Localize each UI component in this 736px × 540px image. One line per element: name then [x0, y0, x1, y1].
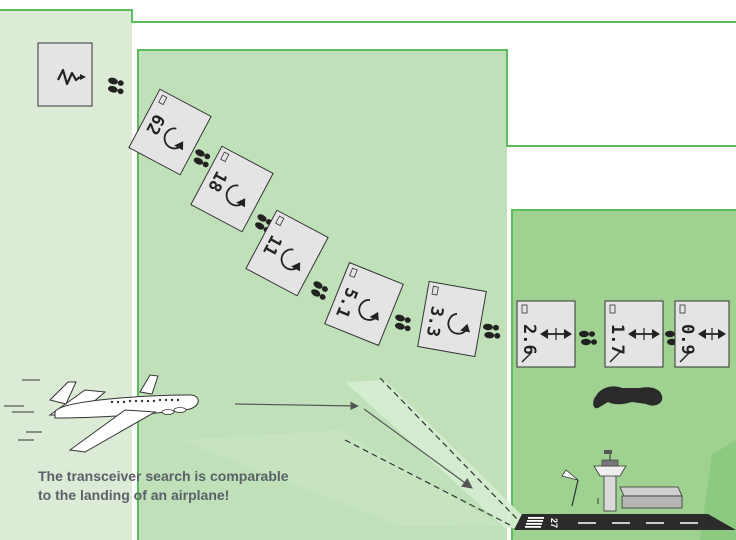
zone-fine-search — [512, 210, 736, 540]
double-arrow-icon — [540, 328, 572, 340]
distance-readout: 2.6 — [519, 324, 539, 355]
transceiver-display-fine-1: 2.6 — [516, 300, 576, 368]
transceiver-display-5: 3.3 — [417, 280, 487, 358]
approach-lines — [344, 377, 521, 526]
runway: 27 — [514, 514, 736, 530]
double-arrow-icon — [698, 328, 726, 340]
double-arrow-icon — [628, 328, 660, 340]
turn-left-arrow-icon — [280, 248, 298, 271]
transceiver-display-3: 11 — [245, 209, 329, 297]
transceiver-display-fine-2: 1.7 — [604, 300, 664, 368]
control-tower-icon — [593, 450, 683, 512]
descent-arrow — [363, 408, 473, 489]
caption-line-2: to the landing of an airplane! — [38, 487, 230, 503]
transceiver-display-fine-3: 0.9 — [674, 300, 730, 368]
zone-boundary-lines — [0, 9, 736, 540]
runway-number: 27 — [549, 518, 559, 528]
caption-line-1: The transceiver search is comparable — [38, 468, 289, 484]
approach-cone — [345, 380, 535, 528]
turn-left-arrow-icon — [163, 127, 181, 150]
turn-left-arrow-icon — [358, 299, 377, 321]
signal-search-icon — [57, 68, 81, 86]
transceiver-display-1: 62 — [128, 88, 212, 176]
distance-readout: 1.7 — [607, 324, 627, 355]
transceiver-display-signal — [37, 42, 93, 107]
turn-left-arrow-icon — [225, 184, 243, 207]
approach-cone-left — [180, 430, 500, 526]
caption: The transceiver search is comparable to … — [38, 467, 358, 505]
windsock-icon — [561, 469, 579, 507]
buried-person-icon — [593, 386, 663, 409]
flight-path-arrow — [234, 401, 359, 411]
distance-readout: 0.9 — [677, 324, 697, 355]
turn-left-arrow-icon — [447, 312, 468, 335]
transceiver-display-2: 18 — [190, 145, 274, 233]
airplane-icon — [4, 374, 199, 453]
